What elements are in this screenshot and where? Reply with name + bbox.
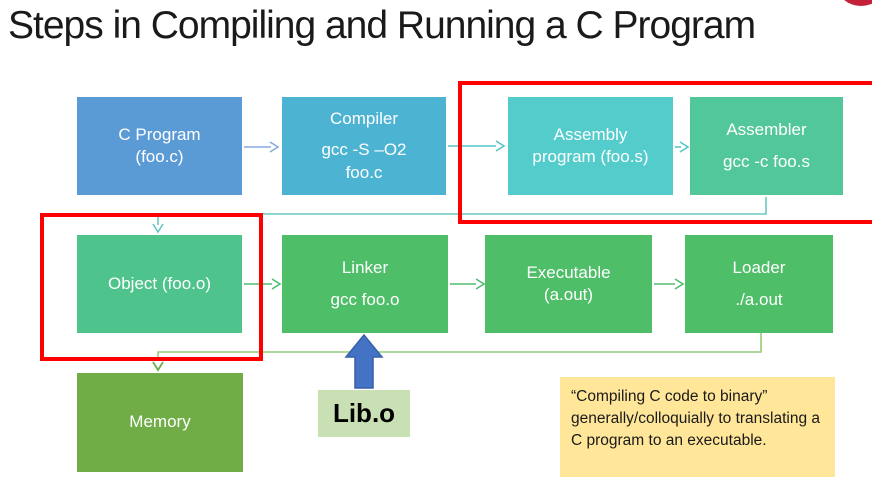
box-memory-line1: Memory <box>129 412 191 432</box>
box-compiler: Compiler gcc -S –O2 foo.c <box>282 97 446 195</box>
box-assembler-cmd: gcc -c foo.s <box>723 151 810 171</box>
highlight-rect-assembly-stage <box>458 81 872 224</box>
lib-o-label: Lib.o <box>318 390 410 437</box>
highlight-rect-object <box>40 213 263 361</box>
box-object: Object (foo.o) <box>77 235 242 333</box>
box-assembly-line2: program (foo.s) <box>532 147 649 166</box>
box-executable: Executable (a.out) <box>485 235 652 333</box>
box-object-line1: Object (foo.o) <box>108 273 211 293</box>
box-loader-heading: Loader <box>732 258 786 278</box>
box-assembly-program: Assembly program (foo.s) <box>508 97 673 195</box>
note-text: “Compiling C code to binary” generally/c… <box>571 388 821 449</box>
slide-title: Steps in Compiling and Running a C Progr… <box>8 4 756 47</box>
box-memory: Memory <box>77 373 243 472</box>
box-executable-line2: (a.out) <box>543 285 594 304</box>
box-assembler-heading: Assembler <box>726 120 807 140</box>
box-linker-heading: Linker <box>341 258 389 278</box>
box-linker-cmd: gcc foo.o <box>330 289 400 309</box>
box-assembler: Assembler gcc -c foo.s <box>690 97 843 195</box>
box-assembly-line1: Assembly <box>553 124 628 144</box>
box-compiler-heading: Compiler <box>329 108 399 128</box>
box-c-program: C Program (foo.c) <box>77 97 242 195</box>
arrow-linker-to-executable <box>450 278 486 290</box>
note-callout: “Compiling C code to binary” generally/c… <box>560 377 835 477</box>
box-compiler-cmd-line2: foo.c <box>345 162 383 182</box>
box-linker: Linker gcc foo.o <box>282 235 448 333</box>
box-loader: Loader ./a.out <box>685 235 833 333</box>
box-c-program-line2: (foo.c) <box>135 147 184 166</box>
arrow-cprogram-to-compiler <box>244 141 280 153</box>
box-executable-line1: Executable <box>526 262 611 282</box>
lib-to-linker-arrow-icon <box>344 333 384 389</box>
box-c-program-line1: C Program <box>118 124 201 144</box>
red-badge-partial-icon <box>837 0 872 6</box>
arrow-executable-to-loader <box>654 278 685 290</box>
lib-o-text: Lib.o <box>332 398 396 428</box>
box-loader-cmd: ./a.out <box>735 289 783 309</box>
box-compiler-cmd-line1: gcc -S –O2 <box>321 140 407 160</box>
